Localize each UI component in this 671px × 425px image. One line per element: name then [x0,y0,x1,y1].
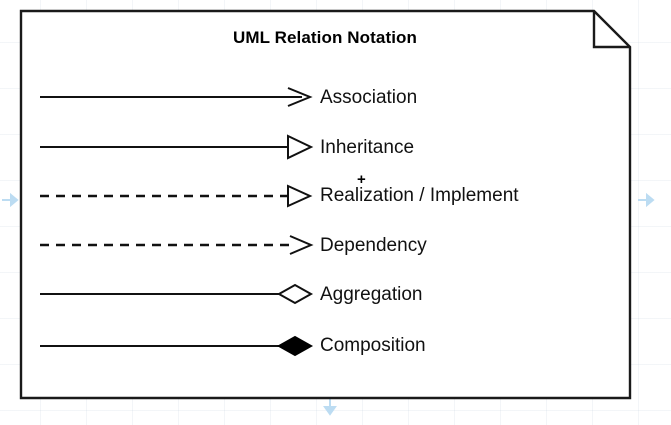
open-arrow-icon [287,87,313,107]
relation-realization[interactable] [40,184,313,208]
open-arrow-icon [289,235,314,255]
note-outline [19,9,632,400]
relation-label-aggregation: Aggregation [320,284,423,305]
filled-diamond-icon [276,335,314,357]
relation-label-inheritance: Inheritance [320,137,415,158]
relation-association[interactable] [40,87,313,107]
relation-inheritance[interactable] [40,134,314,160]
relation-dependency[interactable] [40,235,314,255]
relation-label-association: Association [320,87,418,108]
relation-label-dependency: Dependency [320,235,427,256]
page-title: UML Relation Notation [232,28,418,47]
relation-label-composition: Composition [320,335,426,356]
hollow-diamond-icon [276,283,314,305]
hollow-triangle-icon [287,134,314,160]
hollow-triangle-icon [287,184,313,208]
note-fold-corner [592,11,630,49]
mouse-cursor-crosshair-icon: + [357,171,366,188]
relation-aggregation[interactable] [40,283,314,305]
relation-label-realization: Realization / Implement [320,185,519,206]
relation-composition[interactable] [40,335,314,357]
